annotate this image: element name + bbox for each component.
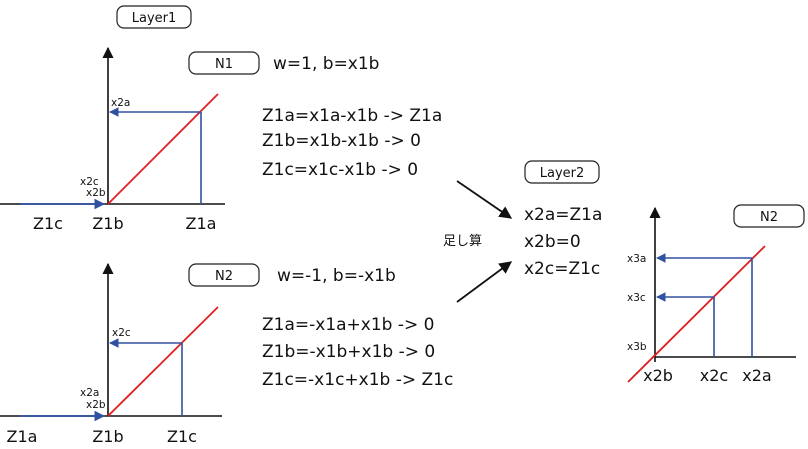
layer2-label: Layer2 [540, 166, 585, 181]
n2-eq-c: Z1c=-x1c+x1b -> Z1c [262, 370, 453, 390]
n2-params: w=-1, b=-x1b [277, 266, 396, 286]
n2-ylabel-x2a: x2a [80, 387, 99, 399]
layer2-ylabel-x3b: x3b [627, 341, 647, 353]
layer2-xlabel-x2c: x2c [700, 366, 728, 385]
layer2-ylabel-x3c: x3c [627, 292, 646, 304]
n1-eq-c: Z1c=x1c-x1b -> 0 [262, 160, 418, 180]
sum-eq-x2c: x2c=Z1c [524, 259, 600, 279]
n2-plot: Z1a Z1b Z1c x2c x2a x2b [0, 262, 222, 446]
layer2-identity-line [627, 245, 766, 383]
layer2-n2-plot: x2b x2c x2a x3a x3c x3b [627, 206, 796, 385]
sum-eq-x2a: x2a=Z1a [524, 205, 602, 225]
n2-ylabel-x2b: x2b [86, 399, 106, 411]
n1-plot: Z1c Z1b Z1a x2a x2c x2b [0, 46, 225, 233]
n2-xlabel-z1a: Z1a [7, 427, 38, 446]
n2-xlabel-z1c: Z1c [167, 427, 197, 446]
n1-params: w=1, b=x1b [273, 54, 379, 74]
sum-arrow-from-n2 [456, 261, 513, 303]
n1-tag: N1 [188, 51, 260, 75]
n1-ylabel-x2a: x2a [111, 97, 130, 109]
layer2-ylabel-x3a: x3a [627, 253, 646, 265]
n1-ylabel-x2c: x2c [80, 176, 99, 188]
n1-xlabel-z1c: Z1c [33, 214, 63, 233]
layer2-xlabel-x2b: x2b [643, 366, 673, 385]
n2-eq-a: Z1a=-x1a+x1b -> 0 [262, 315, 434, 335]
layer1-label: Layer1 [132, 11, 177, 26]
sum-eq-x2b: x2b=0 [524, 232, 581, 252]
layer2-tag: Layer2 [524, 160, 600, 184]
sum-label: 足し算 [443, 234, 482, 249]
layer1-tag: Layer1 [116, 5, 192, 29]
n1-xlabel-z1b: Z1b [92, 214, 123, 233]
n1-xlabel-z1a: Z1a [186, 214, 217, 233]
layer2-xlabel-x2a: x2a [742, 366, 771, 385]
n2-ylabel-x2c: x2c [112, 327, 131, 339]
n2-tag: N2 [188, 263, 260, 287]
sum-arrow-from-n1 [456, 180, 513, 219]
n2-identity-line [107, 306, 219, 417]
n1-eq-a: Z1a=x1a-x1b -> Z1a [262, 106, 442, 126]
layer2-n2-tag: N2 [733, 204, 805, 228]
n2-label: N2 [215, 269, 233, 284]
n1-ylabel-x2b: x2b [86, 187, 106, 199]
n2-eq-b: Z1b=-x1b+x1b -> 0 [262, 342, 435, 362]
n2-xlabel-z1b: Z1b [92, 427, 123, 446]
layer2-n2-label: N2 [760, 210, 778, 225]
n1-eq-b: Z1b=x1b-x1b -> 0 [262, 131, 421, 151]
n1-label: N1 [215, 57, 233, 72]
